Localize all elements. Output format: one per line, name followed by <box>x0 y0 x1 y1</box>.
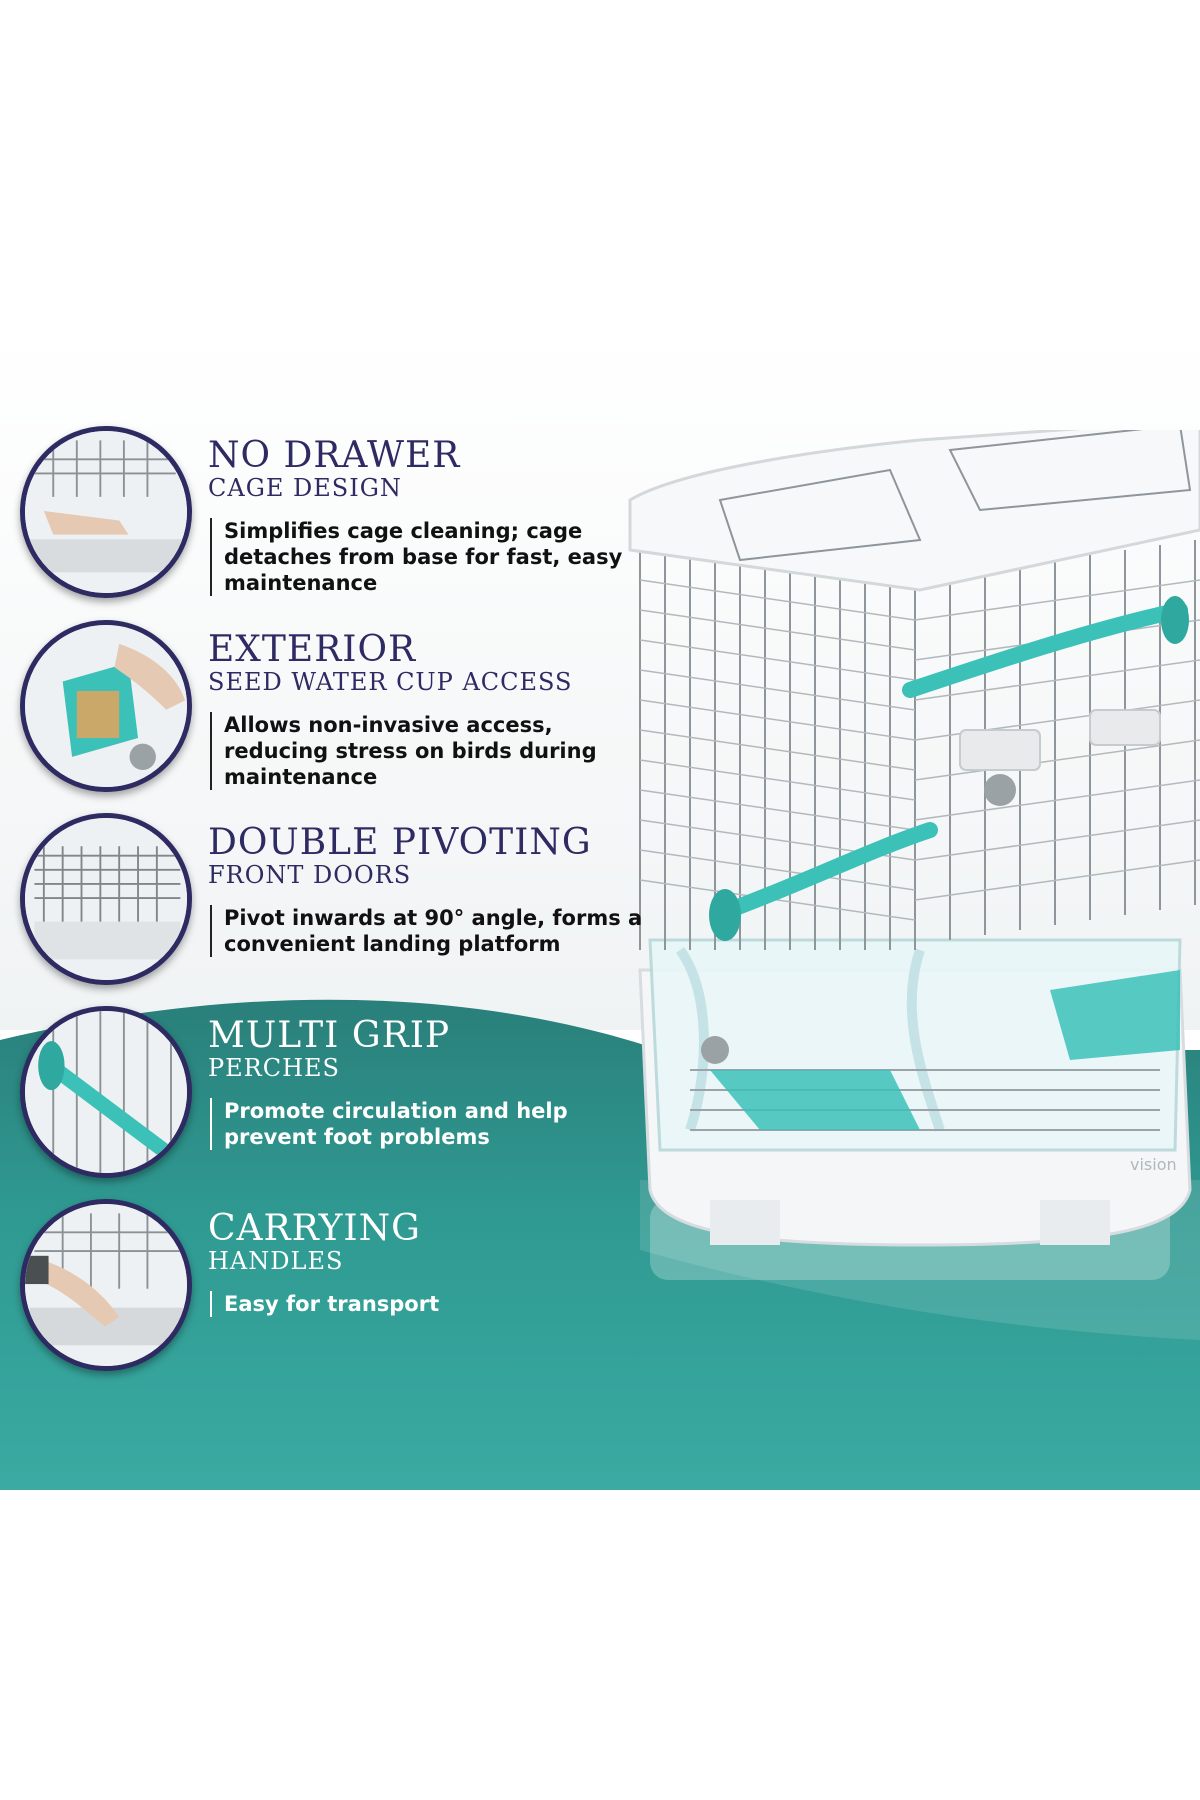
feature-subtitle: HANDLES <box>208 1247 344 1275</box>
bird-cage-product-image: vision <box>628 430 1200 1280</box>
feature-subtitle: FRONT DOORS <box>208 861 412 889</box>
pivot-doors-icon <box>20 813 192 985</box>
feature-subtitle: PERCHES <box>208 1054 340 1082</box>
feature-description: Allows non-invasive access, reducing str… <box>210 712 664 790</box>
feature-multi-grip-perches: MULTI GRIP PERCHES Promote circulation a… <box>20 1006 660 1196</box>
seed-cup-icon <box>20 620 192 792</box>
brand-mark: vision <box>1130 1155 1177 1174</box>
feature-subtitle: SEED WATER CUP ACCESS <box>208 668 573 696</box>
feature-exterior-cup-access: EXTERIOR SEED WATER CUP ACCESS Allows no… <box>20 620 660 810</box>
perch-icon <box>20 1006 192 1178</box>
feature-double-pivoting-doors: DOUBLE PIVOTING FRONT DOORS Pivot inward… <box>20 813 660 1003</box>
feature-title: EXTERIOR <box>208 629 417 670</box>
feature-description: Pivot inwards at 90° angle, forms a conv… <box>210 905 664 957</box>
feature-subtitle: CAGE DESIGN <box>208 474 402 502</box>
feature-no-drawer: NO DRAWER CAGE DESIGN Simplifies cage cl… <box>20 426 660 616</box>
cage-base-hand-icon <box>20 426 192 598</box>
feature-description: Easy for transport <box>210 1291 664 1317</box>
feature-title: DOUBLE PIVOTING <box>208 822 592 863</box>
carry-handle-icon <box>20 1199 192 1371</box>
feature-description: Simplifies cage cleaning; cage detaches … <box>210 518 664 596</box>
feature-carrying-handles: CARRYING HANDLES Easy for transport <box>20 1199 660 1389</box>
feature-description: Promote circulation and help prevent foo… <box>210 1098 664 1150</box>
feature-title: MULTI GRIP <box>208 1015 451 1056</box>
feature-title: NO DRAWER <box>208 435 461 476</box>
feature-title: CARRYING <box>208 1208 421 1249</box>
